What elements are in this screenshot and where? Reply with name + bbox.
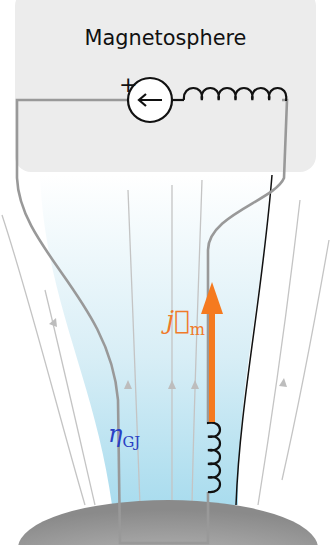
source-arrow bbox=[139, 94, 162, 106]
current-arrow bbox=[209, 310, 215, 422]
tube-boundary bbox=[236, 175, 272, 505]
circuit-wire bbox=[172, 99, 184, 101]
flux-tube bbox=[40, 175, 272, 505]
inductor-symbol bbox=[208, 422, 220, 492]
field-lines bbox=[2, 180, 329, 505]
magnetosphere-box: Magnetosphere bbox=[15, 0, 316, 172]
inductor-symbol bbox=[184, 88, 286, 100]
polarity-sign: + bbox=[119, 72, 137, 97]
circuit-wire bbox=[208, 100, 287, 422]
circuit-wire bbox=[17, 100, 208, 543]
star-surface bbox=[18, 500, 318, 545]
current-arrowhead bbox=[201, 282, 223, 314]
current-label: j⃗m bbox=[166, 305, 205, 339]
magnetosphere-panel bbox=[15, 0, 316, 172]
box-title: Magnetosphere bbox=[15, 26, 316, 50]
charge-density-label: ηGJ bbox=[108, 420, 140, 451]
